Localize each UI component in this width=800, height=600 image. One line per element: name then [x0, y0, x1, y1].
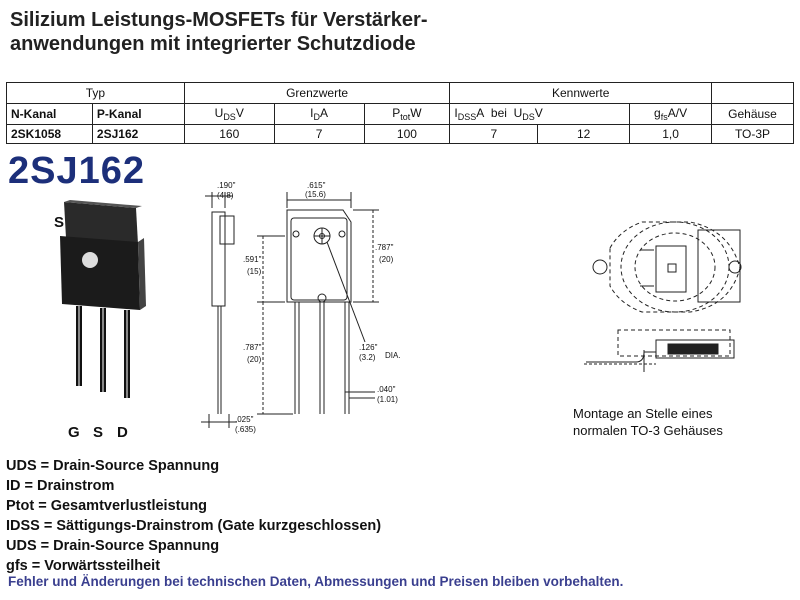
table-row: 2SK1058 2SJ162 160 7 100 7 12 1,0 TO-3P	[6, 124, 794, 144]
dimension-drawing: .190" (4.8) .615" (15.6) .591" (15) .787…	[201, 181, 401, 434]
col-bei: bei	[490, 106, 507, 120]
col-ptot: PtotW	[363, 103, 451, 125]
dim-126-dia: DIA.	[385, 351, 401, 360]
col-gehaeuse: Gehäuse	[711, 103, 794, 125]
cell-uds: 160	[183, 124, 275, 144]
definition-item: gfs = Vorwärtssteilheit	[6, 558, 161, 574]
cell-idss: 7	[449, 124, 539, 144]
definition-item: UDS = Drain-Source Spannung	[6, 538, 220, 554]
dim-591-mm: (15)	[247, 267, 262, 276]
mounting-drawing	[584, 221, 742, 372]
header-typ: Typ	[6, 82, 185, 104]
header-grenzwerte: Grenzwerte	[183, 82, 451, 104]
col-id: IDA	[273, 103, 365, 125]
col-uds: UDSV	[183, 103, 275, 125]
dim-615: .615"	[307, 181, 326, 190]
pin-label-s-top: S	[54, 214, 65, 231]
dim-025: .025"	[235, 415, 254, 424]
col-p-kanal: P-Kanal	[91, 103, 185, 125]
cell-p-kanal: 2SJ162	[91, 124, 185, 144]
cell-n-kanal: 2SK1058	[6, 124, 93, 144]
pin-label-s: S	[93, 424, 104, 441]
dim-787-b-mm: (20)	[247, 355, 262, 364]
cell-ptot: 100	[363, 124, 451, 144]
dim-126-mm: (3.2)	[359, 353, 376, 362]
title-line-1: Silizium Leistungs-MOSFETs für Verstärke…	[10, 9, 428, 31]
cell-id: 7	[273, 124, 365, 144]
dim-787-b: .787"	[243, 343, 262, 352]
dim-787-a-mm: (20)	[379, 255, 394, 264]
dim-190: .190"	[217, 181, 236, 190]
definition-item: Ptot = Gesamtverlustleistung	[6, 498, 208, 514]
definitions-list: UDS = Drain-Source Spannung ID = Drainst…	[6, 456, 381, 576]
definition-item: ID = Drainstrom	[6, 478, 115, 494]
pin-label-g: G	[68, 424, 80, 441]
mounting-note: Montage an Stelle eines normalen TO-3 Ge…	[573, 405, 723, 439]
col-n-kanal: N-Kanal	[6, 103, 93, 125]
part-number: 2SJ162	[8, 150, 146, 192]
col-gfs: gfsA/V	[629, 103, 713, 125]
dim-591: .591"	[243, 255, 262, 264]
header-empty	[711, 82, 794, 104]
package-3d-drawing	[60, 200, 146, 398]
title-line-2: anwendungen mit integrierter Schutzdiode	[10, 33, 416, 55]
footer-disclaimer: Fehler und Änderungen bei technischen Da…	[8, 574, 624, 589]
dim-787-a: .787"	[375, 243, 394, 252]
page-title: Silizium Leistungs-MOSFETs für Verstärke…	[10, 8, 530, 56]
cell-gehaeuse: TO-3P	[711, 124, 794, 144]
dim-615-mm: (15.6)	[305, 190, 326, 199]
mounting-note-line-2: normalen TO-3 Gehäuses	[573, 423, 723, 438]
dim-040: .040"	[377, 385, 396, 394]
definition-item: UDS = Drain-Source Spannung	[6, 458, 220, 474]
table-group-row: Typ Grenzwerte Kennwerte	[6, 82, 794, 104]
dim-190-mm: (4.8)	[217, 191, 234, 200]
dim-040-mm: (1.01)	[377, 395, 398, 404]
pin-label-d: D	[117, 424, 128, 441]
definition-item: IDSS = Sättigungs-Drainstrom (Gate kurzg…	[6, 518, 382, 534]
cell-gfs: 1,0	[629, 124, 713, 144]
cell-uds2: 12	[537, 124, 631, 144]
table-header-row: N-Kanal P-Kanal UDSV IDA PtotW IDSSA bei…	[6, 103, 794, 125]
mounting-note-line-1: Montage an Stelle eines	[573, 406, 713, 421]
dim-025-mm: (.635)	[235, 425, 256, 434]
dim-126: .126"	[359, 343, 378, 352]
spec-table: Typ Grenzwerte Kennwerte N-Kanal P-Kanal…	[6, 82, 794, 144]
col-idss-uds: IDSSA bei UDSV	[449, 103, 631, 125]
header-kennwerte: Kennwerte	[449, 82, 713, 104]
